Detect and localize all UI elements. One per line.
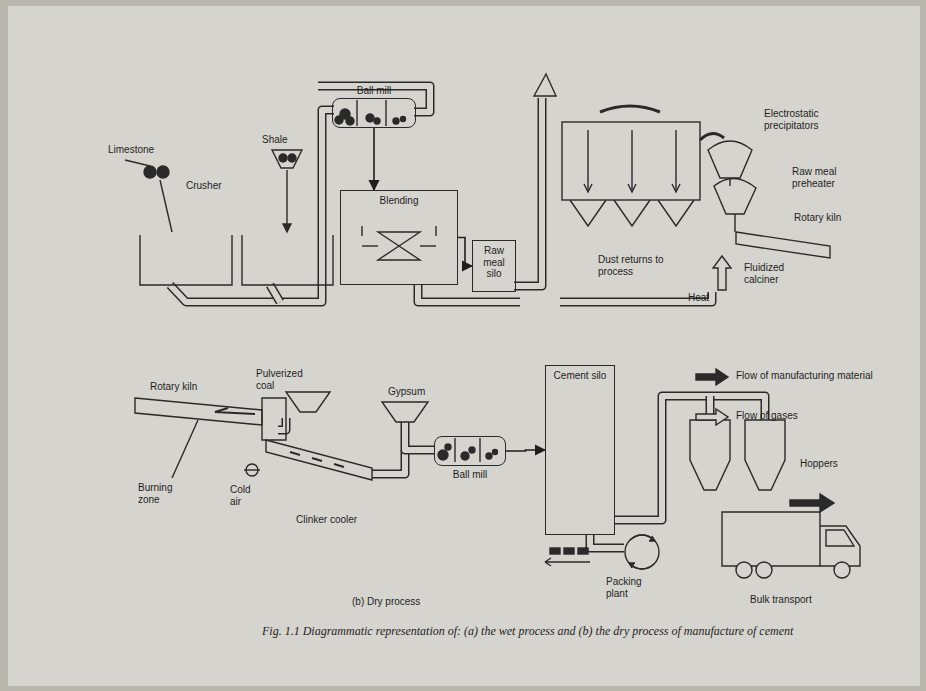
pipe-bore xyxy=(418,285,520,302)
pipe-outline xyxy=(590,534,624,548)
part-label: Bulk transport xyxy=(750,594,812,606)
part-label: Packing plant xyxy=(606,576,662,599)
part-label: Burning zone xyxy=(138,482,192,505)
part-label: Rotary kiln xyxy=(150,381,197,393)
part-label: Cold air xyxy=(230,484,262,507)
part-label: Dust returns to process xyxy=(598,254,672,277)
legend-text: Flow of manufacturing material xyxy=(736,370,873,381)
pipe-bore xyxy=(270,285,280,302)
pipe-outline xyxy=(270,285,280,302)
pipe-bore xyxy=(405,422,434,450)
legend-swatch xyxy=(696,369,728,385)
part-label: Clinker cooler xyxy=(296,514,357,526)
pipe-bore xyxy=(170,110,334,302)
cement-silo: Cement silo xyxy=(545,365,615,535)
part-label: Fluidized calciner xyxy=(744,262,804,285)
part-label: Gypsum xyxy=(388,386,425,398)
pipe-outline xyxy=(514,98,542,286)
pipe-bore xyxy=(278,418,286,430)
legend-text: Flow of gases xyxy=(736,410,798,421)
material-flow-connector xyxy=(458,238,472,267)
pipe-outline xyxy=(278,418,286,430)
ball-mill-drum: Ball mill xyxy=(332,98,416,128)
ball-mill-drum: Ball mill xyxy=(434,436,506,466)
material-flow-connector xyxy=(373,128,375,190)
pipe-outline xyxy=(372,450,405,474)
part-label: Heat xyxy=(688,292,709,304)
pipe-bore xyxy=(372,450,405,474)
node-label: Cement silo xyxy=(546,366,614,382)
part-label: Pulverized coal xyxy=(256,368,316,391)
material-flow-connector xyxy=(506,450,545,451)
pipework xyxy=(170,86,765,548)
legend-swatch xyxy=(696,409,728,425)
pipe-outline xyxy=(405,422,434,450)
pipe-bore xyxy=(590,534,624,548)
figure-caption: Fig. 1.1 Diagrammatic representation of:… xyxy=(262,624,802,640)
part-label: Limestone xyxy=(108,144,154,156)
part-label: Hoppers xyxy=(800,458,838,470)
part-label: Electrostatic precipitators xyxy=(764,108,848,131)
node-label: Blending xyxy=(341,191,457,207)
part-label: Raw meal preheater xyxy=(792,166,862,189)
blending-box: Blending xyxy=(340,190,458,285)
pipe-outline xyxy=(170,110,334,302)
node-label: Raw meal silo xyxy=(473,241,515,280)
part-label: Shale xyxy=(262,134,288,146)
pipe-outline xyxy=(418,285,520,302)
raw-meal-silo: Raw meal silo xyxy=(472,240,516,292)
part-label: (b) Dry process xyxy=(352,596,420,608)
part-label: Crusher xyxy=(186,180,222,192)
pipe-bore xyxy=(514,98,542,286)
node-label: Ball mill xyxy=(333,85,415,97)
part-label: Rotary kiln xyxy=(794,212,841,224)
node-label: Ball mill xyxy=(435,469,505,481)
